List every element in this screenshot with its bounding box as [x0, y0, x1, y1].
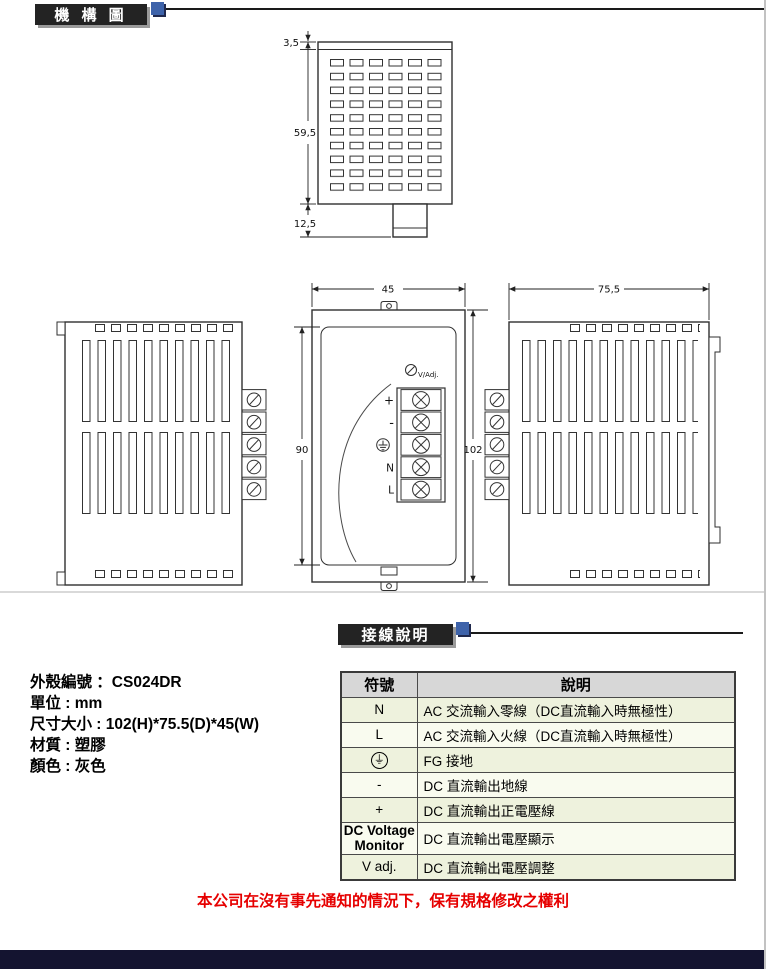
- description-cell: DC 直流輸出正電壓線: [416, 796, 736, 823]
- disclaimer-text: 本公司在沒有事先通知的情況下，保有規格修改之權利: [196, 893, 569, 910]
- terminal-labels: + - N L V/Adj.: [384, 371, 439, 497]
- ground-symbol-icon: ⏚: [370, 751, 388, 769]
- footer-bar: [0, 950, 764, 969]
- dimension-annotations: [294, 31, 710, 583]
- section-divider: [0, 591, 764, 593]
- table-row-minus: - DC 直流輸出地線: [340, 771, 736, 798]
- table-row-dc-voltage-monitor: DC Voltage Monitor DC 直流輸出電壓顯示: [340, 821, 736, 855]
- top-view: [317, 41, 453, 238]
- column-header-description: 說明: [416, 671, 736, 698]
- section-header-wiring: 接線說明: [338, 624, 453, 645]
- front-view: [311, 301, 466, 591]
- right-view-slot-vents-lower: [522, 432, 698, 514]
- vadj-label: V/Adj.: [418, 371, 438, 379]
- header-accent-square: [456, 622, 469, 635]
- terminal-screws-left-view: [241, 389, 267, 501]
- dim-height: 102: [463, 445, 482, 456]
- section-title-wiring: 接線說明: [361, 627, 430, 644]
- table-header-row: 符號 說明: [340, 671, 736, 698]
- terminal-label-line: L: [388, 485, 394, 497]
- table-row-n: N AC 交流輸入零線（DC直流輸入時無極性）: [340, 696, 736, 723]
- section-title-mechanism: 機 構 圖: [54, 7, 128, 24]
- spec-material: 材質 : 塑膠: [30, 737, 106, 754]
- description-cell: AC 交流輸入零線（DC直流輸入時無極性）: [416, 696, 736, 723]
- left-view-top-vents: [95, 324, 235, 333]
- column-header-symbol: 符號: [340, 671, 418, 698]
- left-view-bottom-vents: [95, 570, 235, 579]
- description-cell: DC 直流輸出地線: [416, 771, 736, 798]
- left-view-slot-vents-lower: [82, 432, 235, 514]
- terminal-label-neutral: N: [386, 463, 394, 475]
- header-rule: [166, 8, 764, 10]
- right-side-view: [484, 321, 721, 586]
- description-cell: DC 直流輸出電壓調整: [416, 853, 736, 881]
- terminal-label-plus: +: [384, 394, 394, 408]
- right-view-top-vents: [570, 324, 700, 333]
- vadj-potentiometer: [405, 364, 417, 376]
- left-side-view: [56, 321, 267, 586]
- wiring-table: 符號 說明 N AC 交流輸入零線（DC直流輸入時無極性） L AC 交流輸入火…: [340, 671, 736, 881]
- right-view-slot-vents-upper: [522, 340, 698, 422]
- symbol-cell: DC Voltage Monitor: [340, 821, 418, 855]
- front-panel-arc: [338, 383, 392, 563]
- top-mounting-tab: [380, 301, 398, 310]
- terminal-screws-right-view: [484, 389, 510, 501]
- mechanism-diagram: 3,5 59,5 12,5 45 90 102 75,5 + - N L V/A…: [56, 31, 721, 591]
- symbol-cell: L: [340, 721, 418, 748]
- dim-depth: 75,5: [598, 285, 620, 296]
- description-cell: FG 接地: [416, 746, 736, 773]
- description-cell: DC 直流輸出電壓顯示: [416, 821, 736, 855]
- header-accent-square: [151, 2, 164, 15]
- symbol-cell: +: [340, 796, 418, 823]
- symbol-cell: N: [340, 696, 418, 723]
- spec-case-number: 外殼編號 ：CS024DR: [30, 674, 182, 691]
- terminal-label-minus: -: [389, 416, 394, 431]
- table-row-fg: ⏚ FG 接地: [340, 746, 736, 773]
- spec-list: 外殼編號 ：CS024DR 單位 : mm 尺寸大小 : 102(H)*75.5…: [30, 672, 259, 777]
- dim-body-height: 59,5: [294, 128, 316, 139]
- dim-width: 45: [382, 285, 395, 296]
- dim-inner-height: 90: [296, 445, 309, 456]
- top-view-vents: [330, 58, 447, 194]
- din-clip-stub: [392, 203, 428, 238]
- table-row-v-adj: V adj. DC 直流輸出電壓調整: [340, 853, 736, 881]
- din-rail-clip: [708, 336, 721, 544]
- front-panel: [320, 326, 457, 566]
- dimension-labels: 3,5 59,5 12,5 45 90 102 75,5: [283, 38, 620, 456]
- symbol-cell: ⏚: [340, 746, 418, 773]
- ground-symbol-icon: [376, 438, 390, 452]
- left-view-slot-vents-upper: [82, 340, 235, 422]
- table-row-plus: + DC 直流輸出正電壓線: [340, 796, 736, 823]
- bottom-mounting-tab: [380, 582, 398, 591]
- symbol-cell: -: [340, 771, 418, 798]
- spec-unit: 單位 : mm: [30, 695, 103, 712]
- spec-size: 尺寸大小 : 102(H)*75.5(D)*45(W): [30, 716, 260, 733]
- dim-clip-height: 12,5: [294, 219, 316, 230]
- description-cell: AC 交流輸入火線（DC直流輸入時無極性）: [416, 721, 736, 748]
- dim-lip: 3,5: [283, 38, 299, 49]
- symbol-cell: V adj.: [340, 853, 418, 881]
- section-header-mechanism: 機 構 圖: [35, 4, 147, 25]
- right-view-bottom-vents: [570, 570, 700, 579]
- table-row-l: L AC 交流輸入火線（DC直流輸入時無極性）: [340, 721, 736, 748]
- spec-color: 顏色 : 灰色: [30, 758, 106, 775]
- header-rule: [471, 632, 743, 634]
- terminal-block: [396, 387, 446, 503]
